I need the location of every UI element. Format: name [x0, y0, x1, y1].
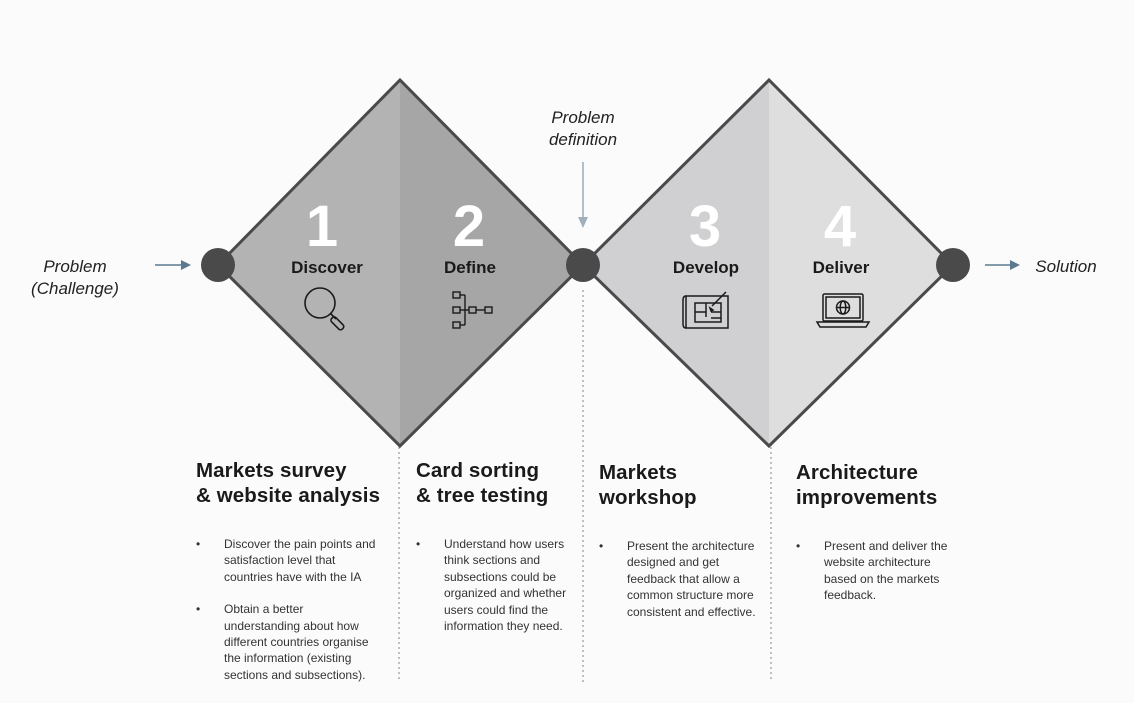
step-4-area	[769, 80, 953, 446]
column-title: Markets survey & website analysis	[196, 459, 381, 507]
column-title: Card sorting & tree testing	[416, 459, 549, 507]
middle-node	[566, 248, 600, 282]
bullet-item: Discover the pain points and satisfactio…	[196, 536, 379, 585]
solution-arrow	[985, 260, 1020, 270]
step-1-area	[218, 80, 400, 446]
bullet-item: Present and deliver the website architec…	[796, 538, 949, 604]
definition-arrow	[578, 162, 588, 228]
bullet-list: Present and deliver the website architec…	[796, 538, 966, 604]
end-node	[936, 248, 970, 282]
bullet-list: Present the architecture designed and ge…	[599, 538, 764, 620]
column-title: Markets workshop	[599, 461, 697, 509]
start-node	[201, 248, 235, 282]
step-3-number: 3	[689, 194, 721, 259]
column-define: Card sorting & tree testing Understand h…	[416, 458, 576, 650]
column-discover: Markets survey & website analysis Discov…	[196, 458, 386, 699]
step-2-name: Define	[444, 258, 496, 277]
step-3-name: Develop	[673, 258, 739, 277]
problem-arrow	[155, 260, 191, 270]
blueprint-icon	[682, 291, 729, 329]
bullet-item: Present the architecture designed and ge…	[599, 538, 757, 620]
column-deliver: Architecture improvements Present and de…	[796, 460, 966, 620]
problem-label: Problem (Challenge)	[31, 257, 119, 298]
step-2-area	[400, 80, 583, 446]
bullet-item: Understand how users think sections and …	[416, 536, 569, 634]
step-1-number: 1	[306, 194, 338, 259]
step-1-name: Discover	[291, 258, 363, 277]
bullet-item: Obtain a better understanding about how …	[196, 601, 374, 683]
step-4-number: 4	[824, 194, 856, 259]
bullet-list: Understand how users think sections and …	[416, 536, 576, 634]
column-develop: Markets workshop Present the architectur…	[599, 460, 764, 636]
column-title: Architecture improvements	[796, 461, 938, 509]
magnifier-icon	[304, 287, 345, 331]
problem-definition-label: Problem definition	[548, 108, 618, 149]
solution-label: Solution	[1035, 257, 1097, 276]
step-3-area	[583, 80, 769, 446]
tree-structure-icon	[452, 291, 493, 329]
step-2-number: 2	[453, 194, 485, 259]
step-4-name: Deliver	[813, 258, 870, 277]
laptop-globe-icon	[815, 293, 871, 328]
bullet-list: Discover the pain points and satisfactio…	[196, 536, 386, 683]
